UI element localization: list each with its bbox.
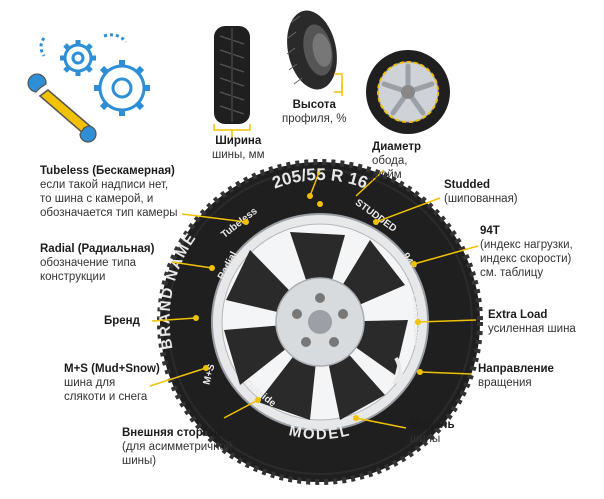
- label-tubeless: Tubeless (Бескамерная)если такой надписи…: [40, 165, 178, 219]
- rotation-direction-icon: [392, 356, 408, 384]
- leader-dots: [193, 193, 423, 421]
- label-studded: Studded(шипованная): [444, 179, 518, 205]
- leader-lines: [149, 169, 479, 429]
- tire-front-view: [214, 26, 250, 124]
- gears-icon: [39, 33, 150, 116]
- wheel-thumbnail: [366, 50, 450, 134]
- tire-side-view: [286, 10, 337, 90]
- wrench-icon: [27, 73, 97, 143]
- height-dimension-marker: [334, 73, 343, 96]
- width-dimension-marker: [213, 124, 251, 138]
- sidewall-model-text: MODEL: [287, 422, 352, 443]
- label-load-index: 94T(индекс нагрузки,индекс скорости)см. …: [480, 225, 573, 279]
- main-rim: [211, 213, 429, 431]
- label-brand: Бренд: [104, 315, 140, 327]
